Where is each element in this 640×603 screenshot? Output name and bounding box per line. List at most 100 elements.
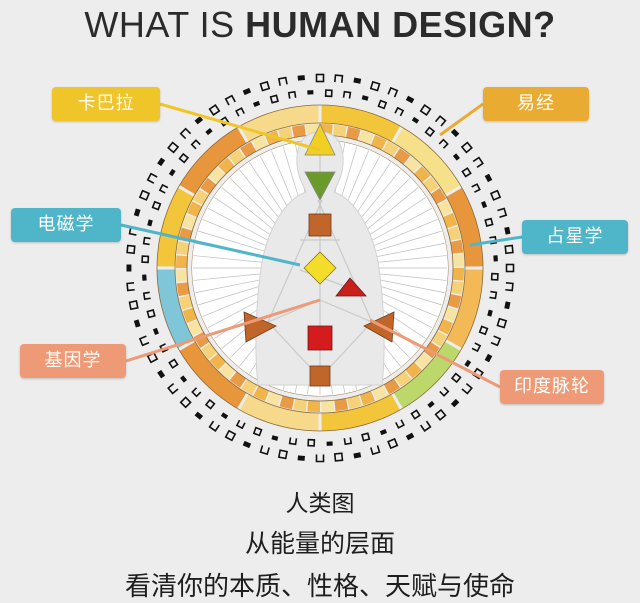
outer-glyph-mark — [411, 116, 420, 124]
outer-glyph-mark — [461, 382, 473, 395]
outer-glyph-mark — [353, 452, 362, 459]
outer-glyph-mark — [484, 173, 493, 183]
zodiac-segment — [321, 105, 401, 142]
zodiac-segment — [446, 187, 483, 267]
outer-glyph-mark — [242, 87, 252, 96]
outer-glyph-mark — [167, 141, 180, 154]
caption-line-1: 人类图 — [285, 491, 355, 517]
gate-segment — [200, 177, 217, 195]
channel-line — [319, 299, 373, 323]
outer-glyph-mark — [487, 309, 493, 317]
gate-segment — [345, 126, 361, 141]
outer-glyph-mark — [361, 95, 369, 101]
gate-segment — [414, 352, 432, 369]
outer-glyph-mark — [126, 264, 132, 272]
outer-glyph-mark — [505, 263, 515, 273]
outer-glyph-mark — [205, 128, 213, 136]
outer-glyph-mark — [481, 201, 488, 209]
outer-glyph-mark — [461, 167, 472, 178]
outer-glyph-mark — [179, 396, 192, 409]
outer-glyph-mark — [191, 387, 202, 398]
outer-glyph-mark — [126, 282, 135, 292]
gate-segment — [414, 166, 431, 183]
outer-glyph-mark — [387, 437, 399, 450]
throat-center — [308, 213, 332, 237]
zodiac-segment — [157, 269, 194, 349]
outer-glyph-mark — [224, 429, 237, 442]
title-part-2: HUMAN DESIGN? — [245, 4, 556, 45]
outer-glyph-mark — [157, 369, 166, 379]
label-genetics: 基因学 — [20, 344, 126, 378]
outer-glyph-mark — [138, 189, 151, 201]
outer-glyph-mark — [379, 429, 387, 436]
outer-glyph-mark — [504, 301, 511, 310]
root-center — [309, 365, 331, 387]
caption-line-3: 看清你的本质、性格、天赋与使命 — [124, 572, 515, 602]
solar-plexus-center — [363, 311, 395, 343]
zodiac-segment — [179, 341, 247, 409]
outer-glyph-mark — [288, 437, 298, 446]
label-connector-lines — [120, 102, 523, 389]
gate-segment — [201, 342, 218, 360]
outer-glyph-mark — [427, 400, 435, 408]
gate-segment — [187, 320, 203, 336]
gate-segment — [447, 226, 461, 241]
outer-glyph-mark — [419, 104, 432, 116]
ring-outline — [156, 104, 484, 432]
connector-astrology — [469, 235, 523, 247]
gate-segment — [186, 201, 203, 218]
gate-segment — [252, 135, 268, 151]
outer-glyph-mark — [497, 207, 508, 218]
outer-glyph-mark — [450, 398, 460, 408]
zodiac-segment — [321, 394, 401, 431]
outer-glyph-mark — [484, 353, 493, 363]
outer-glyph-mark — [252, 426, 263, 437]
outer-glyph-mark — [405, 95, 415, 104]
gate-segment — [266, 391, 282, 406]
outer-glyph-mark — [141, 255, 150, 264]
gate-segment — [450, 239, 464, 254]
gate-segment — [333, 124, 347, 138]
outer-glyph-mark — [168, 168, 176, 177]
outer-glyph-mark — [439, 386, 450, 397]
outer-glyph-mark — [142, 236, 151, 246]
outer-glyph-mark — [493, 255, 498, 262]
outer-glyph-mark — [369, 80, 381, 92]
gate-segment — [334, 398, 349, 412]
outer-glyph-mark — [315, 73, 325, 83]
outer-glyph-mark — [333, 452, 344, 462]
zodiac-segment — [179, 127, 247, 195]
outer-glyph-mark — [126, 244, 136, 255]
outer-glyph-mark — [208, 104, 221, 116]
outer-glyph-mark — [370, 445, 381, 456]
outer-glyph-mark — [133, 208, 141, 217]
gate-segment — [452, 253, 464, 267]
outer-glyph-mark — [307, 90, 314, 95]
outer-glyph-mark — [297, 455, 305, 461]
outer-glyph-mark — [395, 419, 405, 429]
gate-segment — [279, 395, 295, 410]
title-part-1: WHAT IS — [84, 4, 246, 45]
outer-glyph-mark — [167, 382, 179, 395]
heart-center — [335, 277, 367, 297]
outer-glyph-mark — [343, 437, 353, 446]
outer-glyph-mark — [128, 300, 139, 311]
outer-glyph-mark — [505, 282, 514, 292]
outer-glyph-mark — [235, 419, 246, 430]
ring-outline — [174, 122, 466, 414]
outer-glyph-mark — [178, 152, 190, 164]
outer-glyph-ring — [126, 73, 515, 463]
outer-glyph-mark — [490, 335, 502, 347]
zodiac-color-ring — [157, 105, 483, 431]
gate-segment — [443, 306, 458, 322]
outer-glyph-mark — [138, 335, 150, 347]
gate-segment — [219, 362, 236, 380]
outer-glyph-mark — [424, 126, 436, 138]
outer-glyph-mark — [180, 375, 188, 383]
outer-glyph-mark — [259, 445, 270, 456]
outer-glyph-mark — [334, 74, 344, 83]
outer-glyph-mark — [489, 290, 498, 300]
outer-glyph-mark — [297, 75, 305, 81]
page-title: WHAT IS HUMAN DESIGN? — [0, 4, 640, 46]
outer-glyph-mark — [438, 138, 449, 149]
